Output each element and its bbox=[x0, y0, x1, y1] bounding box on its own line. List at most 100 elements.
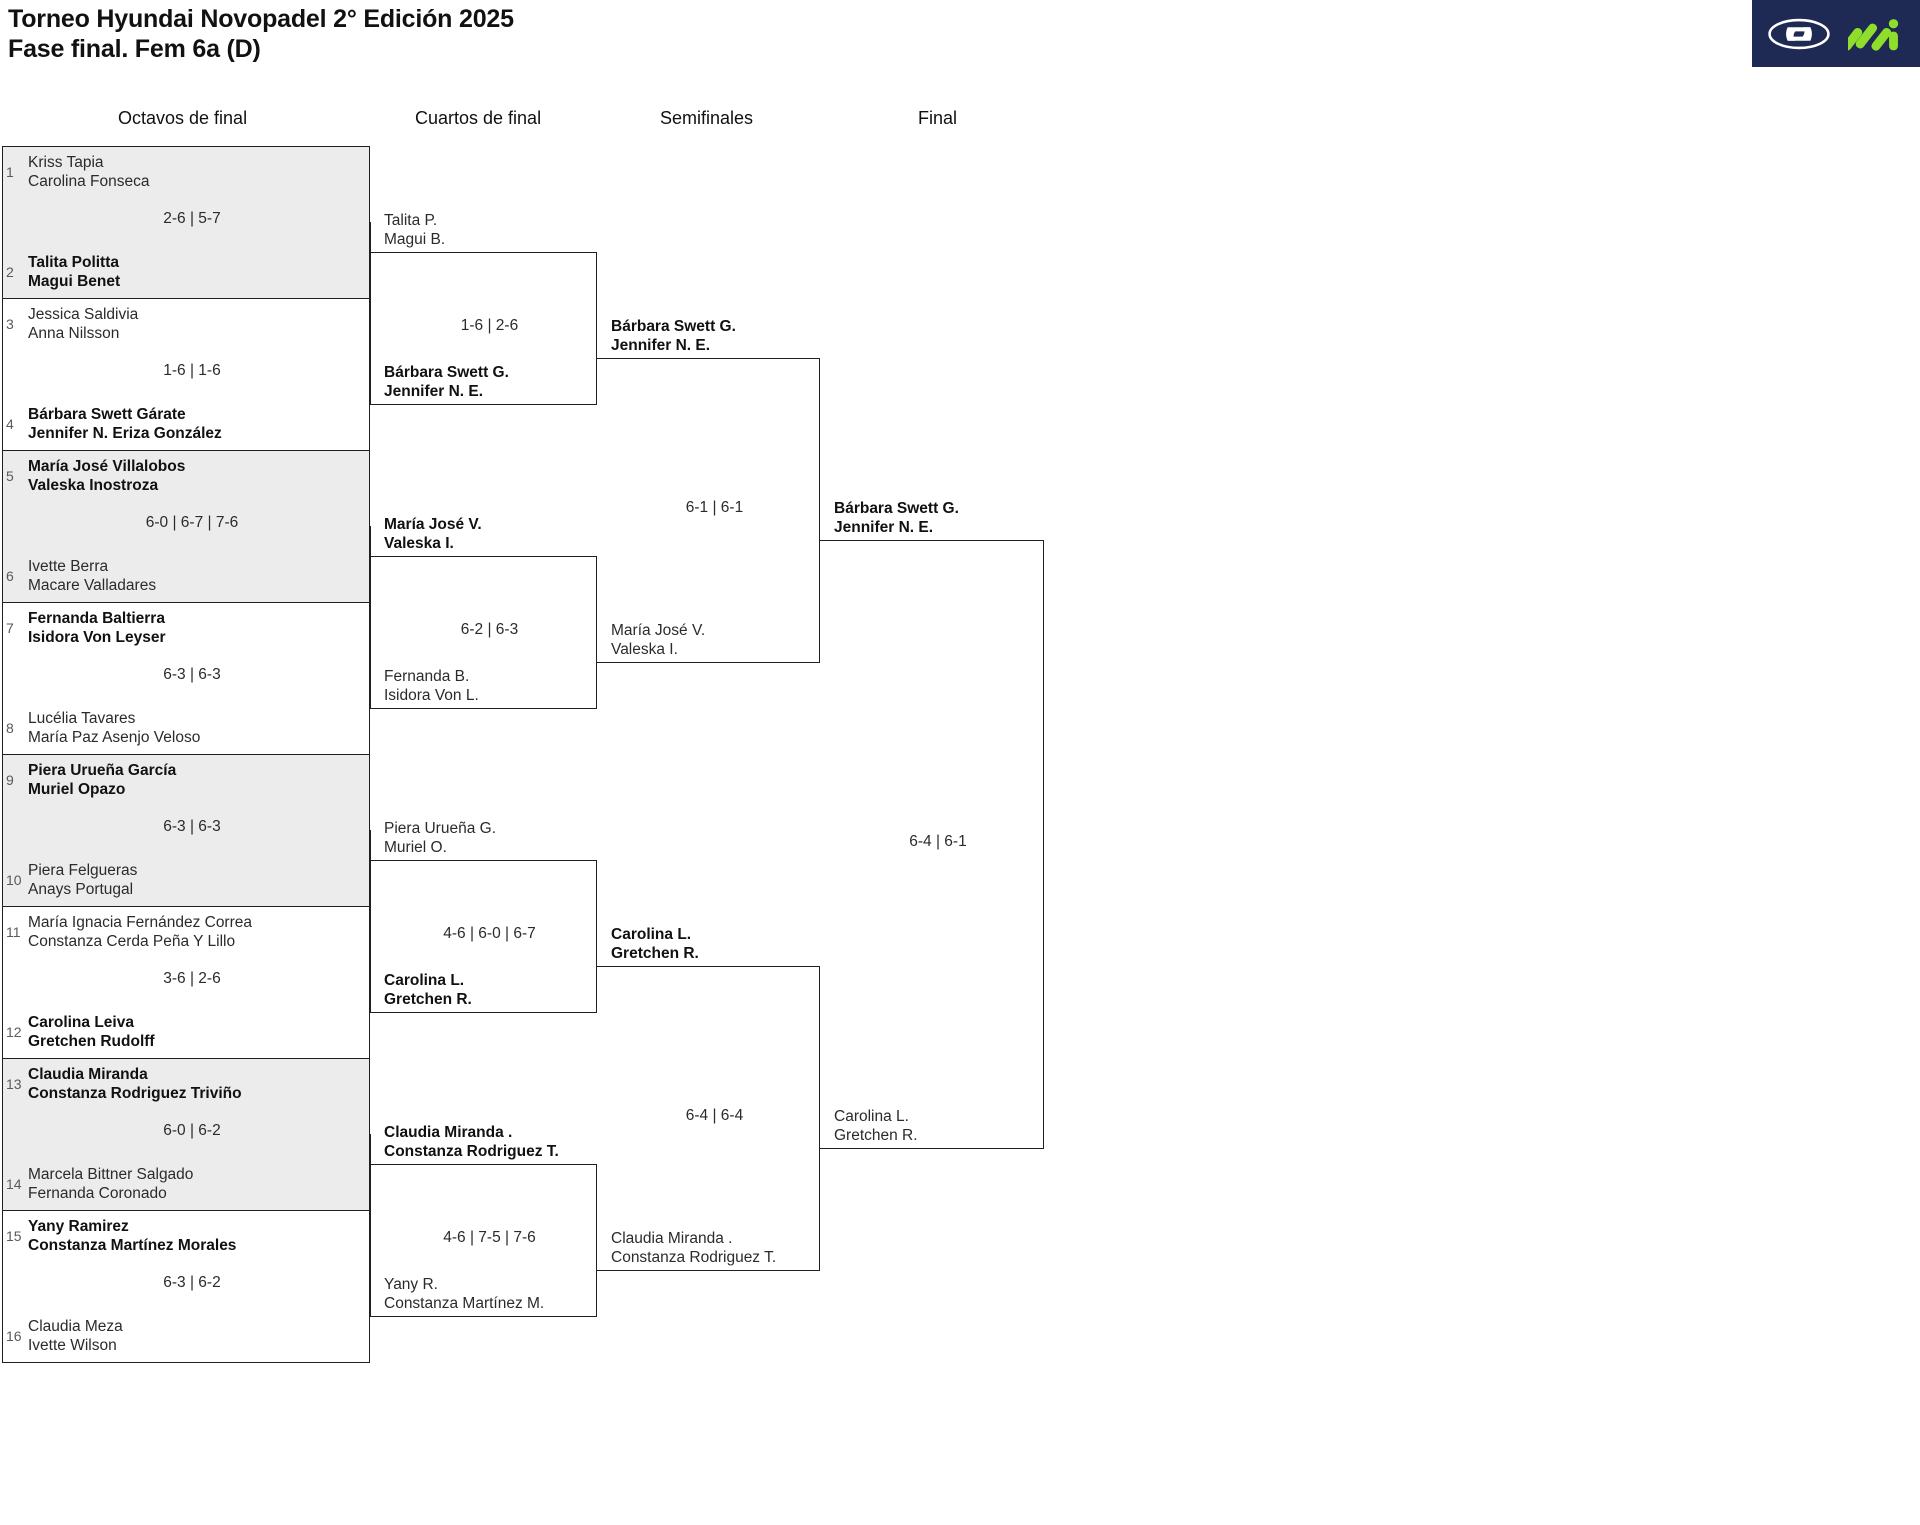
player-2: Gretchen R. bbox=[384, 991, 472, 1008]
player-1: Piera Urueña G. bbox=[384, 820, 496, 837]
qf-feed-top bbox=[369, 830, 370, 831]
seed-number: 11 bbox=[6, 924, 21, 940]
sf-team-top: Carolina L.Gretchen R. bbox=[611, 925, 699, 963]
player-1: Claudia Miranda . bbox=[611, 1230, 733, 1247]
match-border-left bbox=[2, 906, 3, 1058]
qf-team-bottom: Yany R. Constanza Martínez M. bbox=[384, 1275, 544, 1313]
match-score: 6-3 | 6-3 bbox=[163, 666, 221, 683]
player-1: Piera Felgueras bbox=[28, 862, 138, 879]
sf-box-bottom bbox=[597, 1270, 820, 1271]
player-1: Fernanda B. bbox=[384, 668, 470, 685]
sf-feed-bottom bbox=[596, 1240, 597, 1241]
match-border-left bbox=[2, 1058, 3, 1210]
qf-feed-bottom bbox=[369, 678, 370, 679]
player-1: María Ignacia Fernández Correa bbox=[28, 914, 253, 931]
player-1: Bárbara Swett G. bbox=[834, 500, 959, 517]
qf-feed-top bbox=[369, 526, 370, 527]
player-1: María José Villalobos bbox=[28, 458, 186, 475]
qf-box-bottom bbox=[370, 404, 597, 405]
page-title: Torneo Hyundai Novopadel 2° Edición 2025… bbox=[8, 4, 514, 64]
player-2: Constanza Martínez Morales bbox=[28, 1237, 237, 1254]
match-border-top bbox=[2, 1058, 370, 1059]
player-2: Carolina Fonseca bbox=[28, 173, 150, 190]
player-1: Bárbara Swett Gárate bbox=[28, 406, 186, 423]
player-2: Constanza Rodriguez Triviño bbox=[28, 1085, 242, 1102]
player-1: Kriss Tapia bbox=[28, 154, 104, 171]
player-2: Ivette Wilson bbox=[28, 1337, 117, 1354]
qf-feed-top bbox=[369, 1134, 370, 1135]
sf-team-top: Bárbara Swett G.Jennifer N. E. bbox=[611, 317, 736, 355]
player-2: Macare Valladares bbox=[28, 577, 157, 594]
player-1: Carolina L. bbox=[834, 1108, 909, 1125]
player-2: Fernanda Coronado bbox=[28, 1185, 167, 1202]
player-1: María José V. bbox=[611, 622, 706, 639]
player-1: Jessica Saldivia bbox=[28, 306, 139, 323]
sf-box-bottom bbox=[597, 662, 820, 663]
final-team-top: Bárbara Swett G.Jennifer N. E. bbox=[834, 499, 959, 537]
qf-box-bottom bbox=[370, 1012, 597, 1013]
match-border-bottom bbox=[2, 1362, 370, 1363]
sf-team-bottom: Claudia Miranda . Constanza Rodriguez T. bbox=[611, 1229, 776, 1267]
seed-number: 13 bbox=[6, 1076, 22, 1092]
player-2: Gretchen R. bbox=[834, 1127, 918, 1144]
player-2: Isidora Von Leyser bbox=[28, 629, 166, 646]
player-2: Gretchen R. bbox=[611, 945, 699, 962]
player-1: Bárbara Swett G. bbox=[384, 364, 509, 381]
player-2: Valeska I. bbox=[384, 535, 454, 552]
match-border-left bbox=[2, 602, 3, 754]
player-2: Gretchen Rudolff bbox=[28, 1033, 155, 1050]
match-score: 6-0 | 6-2 bbox=[163, 1122, 221, 1139]
final-feed-bottom bbox=[819, 1118, 820, 1119]
player-1: Bárbara Swett G. bbox=[611, 318, 736, 335]
player-1: Talita P. bbox=[384, 212, 438, 229]
player-1: Yany R. bbox=[384, 1276, 438, 1293]
player-1: Claudia Meza bbox=[28, 1318, 123, 1335]
novopadel-m-logo-icon bbox=[1848, 18, 1899, 51]
player-2: Constanza Rodriguez T. bbox=[611, 1249, 777, 1266]
match-shade-band bbox=[2, 1059, 369, 1210]
match-score: 1-6 | 1-6 bbox=[163, 362, 221, 379]
match-border-top bbox=[2, 450, 370, 451]
match-score: 6-0 | 6-7 | 7-6 bbox=[145, 514, 239, 531]
qf-team-bottom: Fernanda B.Isidora Von L. bbox=[384, 667, 479, 705]
qf-score: 4-6 | 7-5 | 7-6 bbox=[443, 1229, 536, 1246]
hyundai-logo-icon bbox=[1768, 18, 1830, 49]
match-border-top bbox=[2, 906, 370, 907]
qf-score: 1-6 | 2-6 bbox=[460, 317, 519, 334]
player-2: Valeska Inostroza bbox=[28, 477, 159, 494]
qf-team-top: Claudia Miranda . Constanza Rodriguez T. bbox=[384, 1123, 559, 1161]
seed-number: 2 bbox=[6, 264, 14, 280]
tournament-subtitle: Fase final. Fem 6a (D) bbox=[8, 35, 261, 63]
player-1: Claudia Miranda . bbox=[384, 1124, 513, 1141]
qf-score: 4-6 | 6-0 | 6-7 bbox=[443, 925, 536, 942]
player-2: Jennifer N. Eriza González bbox=[28, 425, 222, 442]
seed-number: 3 bbox=[6, 316, 14, 332]
seed-number: 9 bbox=[6, 772, 14, 788]
seed-number: 6 bbox=[6, 568, 14, 584]
match-shade-band bbox=[2, 147, 369, 298]
qf-team-top: María José V.Valeska I. bbox=[384, 515, 482, 553]
player-2: Constanza Martínez M. bbox=[384, 1295, 545, 1312]
player-2: Constanza Rodriguez T. bbox=[384, 1143, 559, 1160]
seed-number: 4 bbox=[6, 416, 14, 432]
qf-box-top bbox=[370, 1164, 597, 1165]
match-score: 2-6 | 5-7 bbox=[163, 210, 221, 227]
qf-box-left bbox=[370, 830, 371, 1012]
qf-team-bottom: Bárbara Swett G.Jennifer N. E. bbox=[384, 363, 509, 401]
qf-box-left bbox=[370, 526, 371, 708]
match-border-top bbox=[2, 754, 370, 755]
final-feed-top bbox=[819, 510, 820, 511]
seed-number: 12 bbox=[6, 1024, 22, 1040]
player-2: Constanza Cerda Peña Y Lillo bbox=[28, 933, 236, 950]
